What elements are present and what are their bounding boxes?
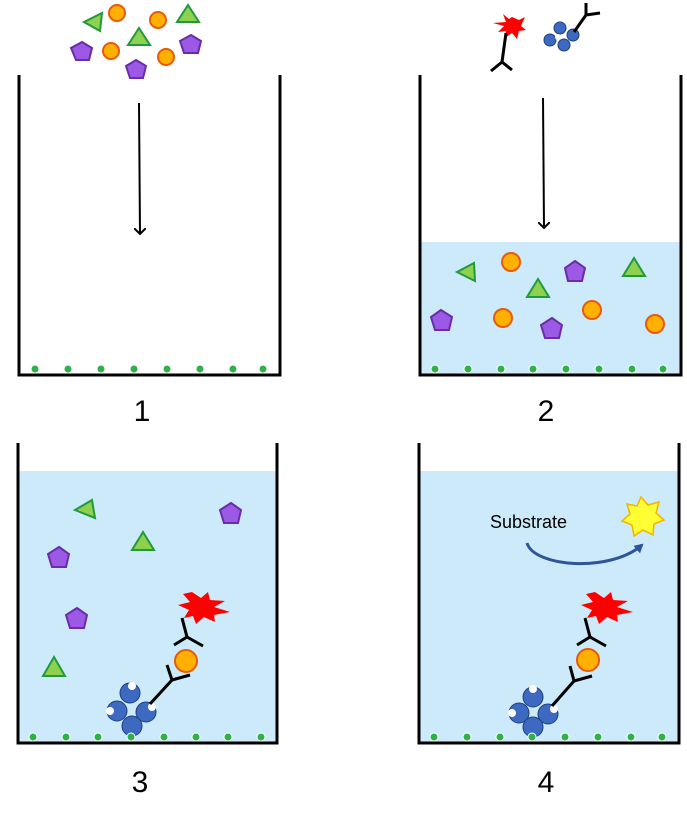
circle-antigen-icon: [576, 648, 600, 672]
pentagon-antigen-icon: [218, 501, 243, 524]
bead-icon: [560, 732, 570, 742]
capture-antibody-icon: [543, 3, 601, 52]
circle-antigen-icon: [108, 4, 126, 22]
product-star-icon: [620, 495, 666, 538]
enzyme-label-icon: [178, 592, 230, 624]
panel-4: Substrate: [417, 443, 681, 799]
down-arrow-icon: [543, 97, 544, 228]
well-4: [417, 443, 681, 745]
sandwich-complex-4: [508, 592, 633, 738]
pentagon-antigen-icon: [539, 316, 564, 339]
circle-antigen-icon: [582, 300, 602, 320]
bead-icon: [463, 364, 473, 374]
triangle-antigen-icon: [525, 277, 551, 298]
bead-icon: [593, 732, 603, 742]
bead-icon: [191, 732, 201, 742]
triangle-antigen-icon: [130, 530, 156, 551]
bead-icon: [495, 732, 505, 742]
floating-antigens: [69, 3, 203, 79]
bead-icon: [430, 364, 440, 374]
bead-row: [28, 732, 266, 742]
antigens-in-liquid-3: [41, 498, 243, 677]
antigens-in-liquid-2: [429, 252, 665, 339]
bead-icon: [657, 732, 667, 742]
step-label-1: 1: [134, 395, 151, 428]
pentagon-antigen-icon: [429, 308, 454, 331]
enzyme-label-icon: [493, 14, 526, 39]
step-label-2: 2: [538, 395, 555, 428]
triangle-antigen-icon: [41, 655, 67, 677]
pentagon-antigen-icon: [124, 58, 148, 79]
pentagon-antigen-icon: [563, 259, 587, 282]
pentagon-antigen-icon: [46, 545, 71, 568]
bead-icon: [162, 364, 172, 374]
capture-antibody-icon: [508, 665, 593, 738]
bead-icon: [594, 364, 604, 374]
bead-icon: [61, 732, 71, 742]
circle-antigen-icon: [102, 42, 120, 60]
circle-antigen-icon: [493, 308, 513, 328]
triangle-antigen-icon: [81, 11, 104, 33]
bead-icon: [93, 732, 103, 742]
circle-antigen-icon: [501, 252, 521, 272]
triangle-antigen-icon: [126, 26, 152, 46]
bead-icon: [626, 732, 636, 742]
bead-icon: [462, 732, 472, 742]
liquid-2: [420, 242, 680, 375]
circle-antigen-icon: [157, 48, 175, 66]
step-label-3: 3: [132, 766, 149, 799]
pentagon-antigen-icon: [69, 40, 94, 61]
bead-icon: [496, 364, 506, 374]
pentagon-antigen-icon: [178, 33, 203, 54]
bead-icon: [561, 364, 571, 374]
circle-antigen-icon: [645, 314, 665, 334]
detection-antibody-icon: [490, 32, 513, 73]
triangle-antigen-icon: [175, 3, 201, 23]
bead-icon: [658, 364, 668, 374]
bead-icon: [195, 364, 205, 374]
bead-icon: [528, 364, 538, 374]
substrate-label: Substrate: [490, 512, 567, 532]
bead-icon: [429, 732, 439, 742]
triangle-antigen-icon: [72, 498, 97, 520]
bead-icon: [63, 364, 73, 374]
bead-icon: [126, 732, 136, 742]
bead-icon: [30, 364, 40, 374]
bead-icon: [627, 364, 637, 374]
bead-icon: [256, 732, 266, 742]
detection-antibody-icon: [173, 617, 204, 648]
bead-row: [30, 364, 268, 374]
well-2: [418, 75, 683, 377]
bead-icon: [159, 732, 169, 742]
bead-row: [429, 732, 667, 742]
panel-3: 3: [16, 443, 279, 799]
floating-antibodies: [490, 3, 601, 73]
bead-icon: [258, 364, 268, 374]
well-1: [17, 75, 282, 377]
bead-icon: [129, 364, 139, 374]
bead-icon: [527, 732, 537, 742]
bead-row: [430, 364, 668, 374]
capture-antibody-icon: [106, 664, 191, 737]
bead-icon: [228, 364, 238, 374]
down-arrow-icon: [139, 102, 140, 234]
curved-arrow-icon: [525, 542, 644, 565]
well-3: [16, 443, 279, 745]
circle-antigen-icon: [149, 11, 167, 29]
triangle-antigen-icon: [621, 256, 647, 277]
pentagon-antigen-icon: [64, 606, 89, 629]
panel-1: 1: [17, 3, 282, 428]
detection-antibody-icon: [576, 617, 607, 648]
bead-icon: [223, 732, 233, 742]
panel-2: 2: [418, 3, 683, 428]
enzyme-label-icon: [581, 592, 633, 624]
sandwich-complex-3: [106, 592, 230, 737]
bead-icon: [28, 732, 38, 742]
step-label-4: 4: [538, 766, 555, 799]
bead-icon: [96, 364, 106, 374]
circle-antigen-icon: [174, 649, 198, 673]
triangle-antigen-icon: [454, 261, 477, 283]
